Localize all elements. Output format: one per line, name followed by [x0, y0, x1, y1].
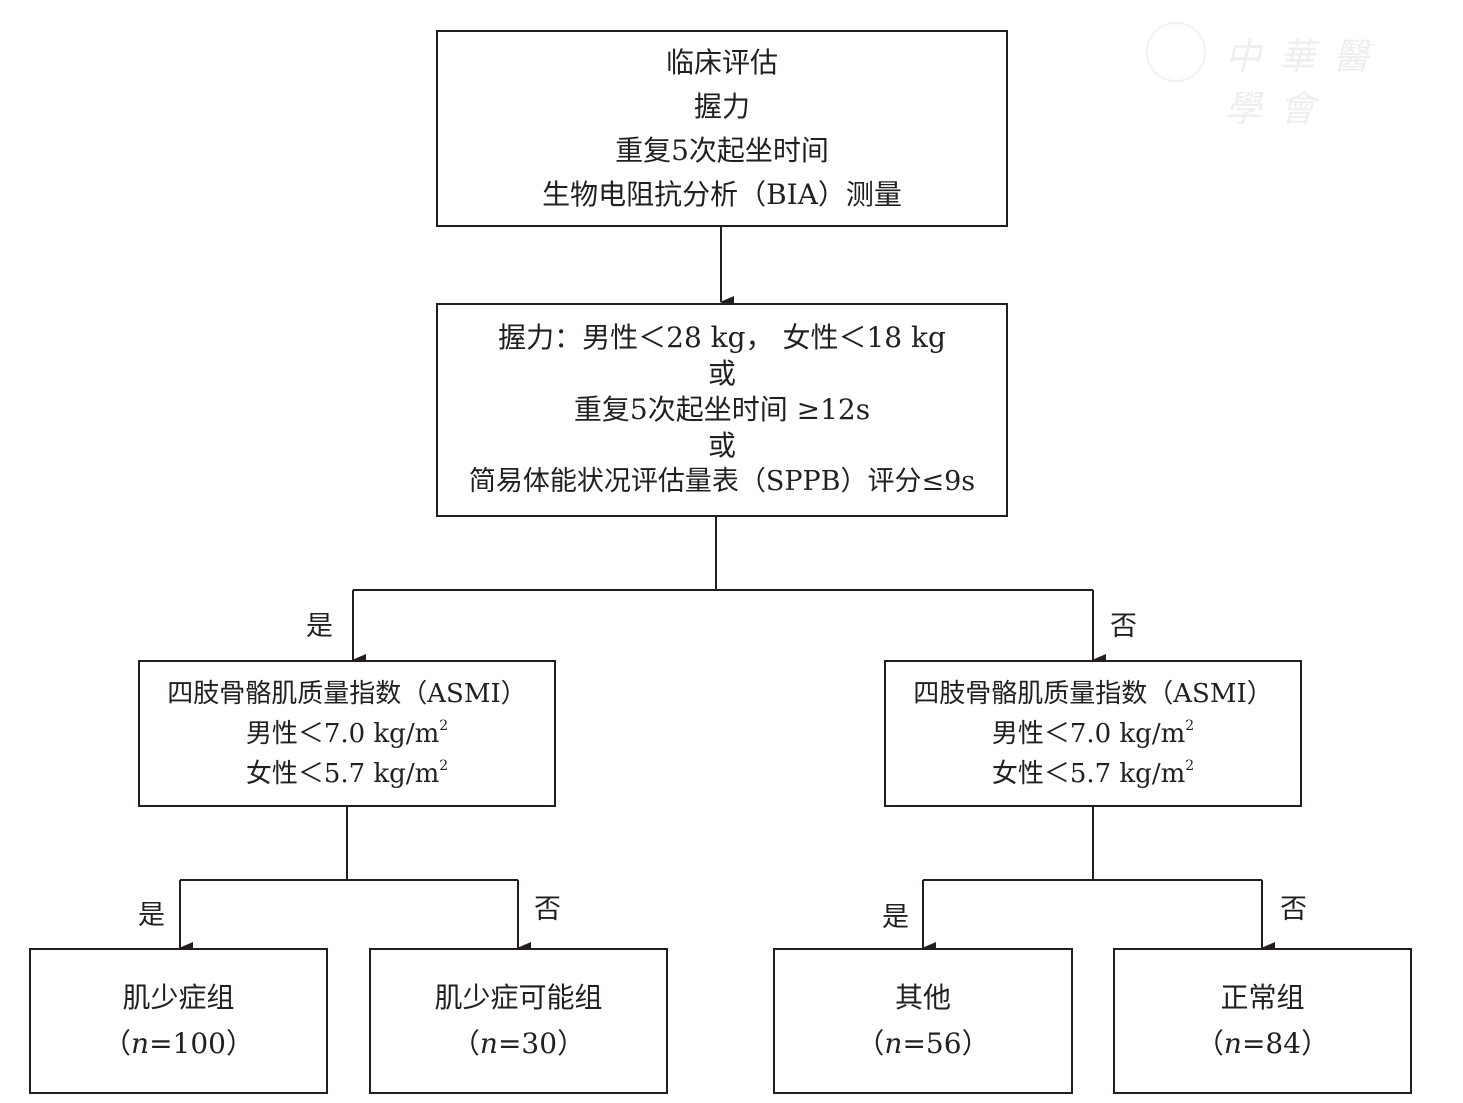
criteria-line: 或 [707, 429, 736, 462]
count-value: =30 [497, 1027, 558, 1060]
count-value: =100 [149, 1027, 226, 1060]
watermark-logo: 中華醫學會 [1140, 18, 1440, 130]
node-sarcopenia-group: 肌少症组 （n=100） [29, 948, 328, 1094]
asmi-female-threshold: 女性＜5.7 kg/m2 [992, 754, 1194, 794]
count-value: =84 [1241, 1027, 1302, 1060]
assessment-line: 握力 [693, 89, 750, 123]
node-asmi-left: 四肢骨骼肌质量指数（ASMI） 男性＜7.0 kg/m2 女性＜5.7 kg/m… [138, 660, 556, 807]
assessment-line: 重复5次起坐时间 [615, 133, 829, 167]
superscript: 2 [439, 717, 449, 734]
paren: （ [1195, 1027, 1224, 1060]
group-count: （n=100） [103, 1021, 254, 1067]
assessment-line: 生物电阻抗分析（BIA）测量 [542, 177, 902, 211]
node-normal-group: 正常组 （n=84） [1113, 948, 1412, 1094]
n-symbol: n [884, 1027, 903, 1060]
asmi-male-text: 男性＜7.0 kg/m [245, 718, 440, 749]
edge-label-right-yes: 是 [882, 902, 909, 933]
paren: （ [103, 1027, 132, 1060]
edge-label-right-no: 否 [1280, 894, 1307, 925]
criteria-line: 或 [707, 357, 736, 390]
node-possible-sarcopenia-group: 肌少症可能组 （n=30） [369, 948, 668, 1094]
seal-icon [1146, 22, 1206, 82]
node-assessment: 临床评估 握力 重复5次起坐时间 生物电阻抗分析（BIA）测量 [436, 30, 1008, 227]
group-name: 肌少症可能组 [434, 981, 603, 1014]
superscript: 2 [439, 757, 449, 774]
group-count: （n=84） [1196, 1021, 1329, 1067]
asmi-female-threshold: 女性＜5.7 kg/m2 [246, 754, 448, 794]
watermark-text: 中華醫學會 [1225, 37, 1388, 130]
paren: ） [557, 1027, 586, 1060]
assessment-line: 临床评估 [665, 45, 778, 79]
edge-label-criteria-yes: 是 [306, 611, 333, 642]
group-count: （n=30） [452, 1021, 585, 1067]
criteria-line: 简易体能状况评估量表（SPPB）评分≤9s [468, 466, 976, 497]
asmi-male-threshold: 男性＜7.0 kg/m2 [992, 714, 1194, 754]
edge-label-criteria-no: 否 [1110, 611, 1137, 642]
superscript: 2 [1185, 757, 1195, 774]
asmi-male-text: 男性＜7.0 kg/m [991, 718, 1186, 749]
paren: （ [451, 1027, 480, 1060]
count-value: =56 [902, 1027, 962, 1060]
paren: ） [225, 1027, 254, 1060]
n-symbol: n [131, 1027, 150, 1060]
asmi-female-text: 女性＜5.7 kg/m [245, 758, 440, 789]
n-symbol: n [479, 1027, 498, 1060]
group-count: （n=56） [856, 1021, 989, 1067]
criteria-line: 握力：男性＜28 kg， 女性＜18 kg [498, 321, 946, 354]
group-name: 其他 [894, 981, 951, 1014]
n-symbol: n [1223, 1027, 1242, 1060]
node-criteria: 握力：男性＜28 kg， 女性＜18 kg 或 重复5次起坐时间 ≥12s 或 … [436, 303, 1008, 517]
group-name: 肌少症组 [122, 981, 235, 1014]
paren: ） [961, 1027, 990, 1060]
edge-label-left-yes: 是 [138, 900, 165, 931]
paren: ） [1301, 1027, 1330, 1060]
node-other-group: 其他 （n=56） [773, 948, 1073, 1094]
asmi-male-threshold: 男性＜7.0 kg/m2 [246, 714, 448, 754]
paren: （ [856, 1027, 885, 1060]
node-asmi-right: 四肢骨骼肌质量指数（ASMI） 男性＜7.0 kg/m2 女性＜5.7 kg/m… [884, 660, 1302, 807]
asmi-title: 四肢骨骼肌质量指数（ASMI） [913, 678, 1273, 709]
asmi-female-text: 女性＜5.7 kg/m [991, 758, 1186, 789]
edge-label-left-no: 否 [534, 894, 561, 925]
criteria-line: 重复5次起坐时间 ≥12s [573, 393, 871, 426]
group-name: 正常组 [1220, 981, 1305, 1014]
asmi-title: 四肢骨骼肌质量指数（ASMI） [167, 678, 527, 709]
superscript: 2 [1185, 717, 1195, 734]
